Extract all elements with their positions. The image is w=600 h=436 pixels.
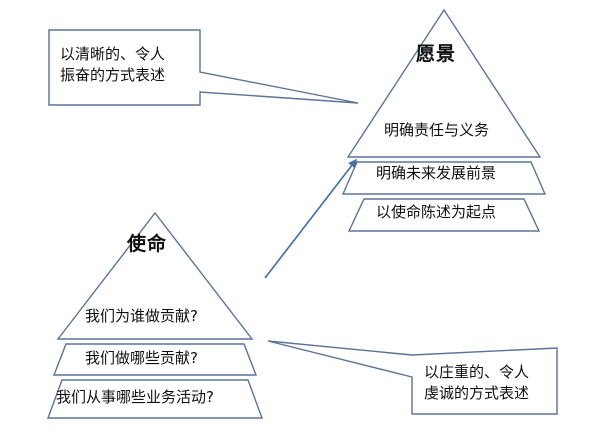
mission-tier-1-label: 我们为谁做贡献? (85, 307, 198, 325)
vision-callout-outline (48, 29, 359, 106)
mission-callout-shape (267, 340, 558, 415)
vision-callout-shape (48, 29, 359, 106)
mission-callout-line-1: 以庄重的、令人 (424, 363, 530, 381)
mission-to-vision-arrow (264, 158, 357, 279)
mission-tier-3-label: 我们从事哪些业务活动? (56, 388, 214, 406)
mission-callout-line-2: 虔诚的方式表述 (424, 384, 530, 403)
mission-pyramid-title: 使命 (127, 233, 168, 255)
mission-callout-outline (267, 340, 558, 415)
vision-tier-2-shape (341, 161, 547, 195)
vision-tier-1-shape (346, 8, 542, 158)
vision-pyramid-title: 愿景 (416, 43, 457, 65)
mission-tier-1-shape (56, 211, 254, 340)
vision-callout-line-2: 振奋的方式表述 (60, 66, 166, 85)
vision-callout-text: 以清晰的、令人 振奋的方式表述 (60, 44, 196, 87)
vision-tier-2-label: 明确未来发展前景 (376, 164, 497, 182)
mission-callout-text: 以庄重的、令人 虔诚的方式表述 (424, 362, 560, 405)
vision-tier-3-label: 以使命陈述为起点 (376, 203, 497, 221)
mission-tier-3-shape (46, 379, 264, 419)
vision-tier-3-shape (347, 198, 541, 232)
mission-tier-2-label: 我们做哪些贡献? (85, 349, 198, 367)
vision-pyramid-shape (341, 8, 547, 232)
mission-tier-2-shape (52, 343, 258, 376)
vision-callout-line-1: 以清晰的、令人 (60, 45, 166, 63)
mission-pyramid-shape (46, 211, 264, 419)
vision-tier-1-label: 明确责任与义务 (384, 121, 490, 139)
mission-to-vision-arrow-line (264, 158, 357, 279)
